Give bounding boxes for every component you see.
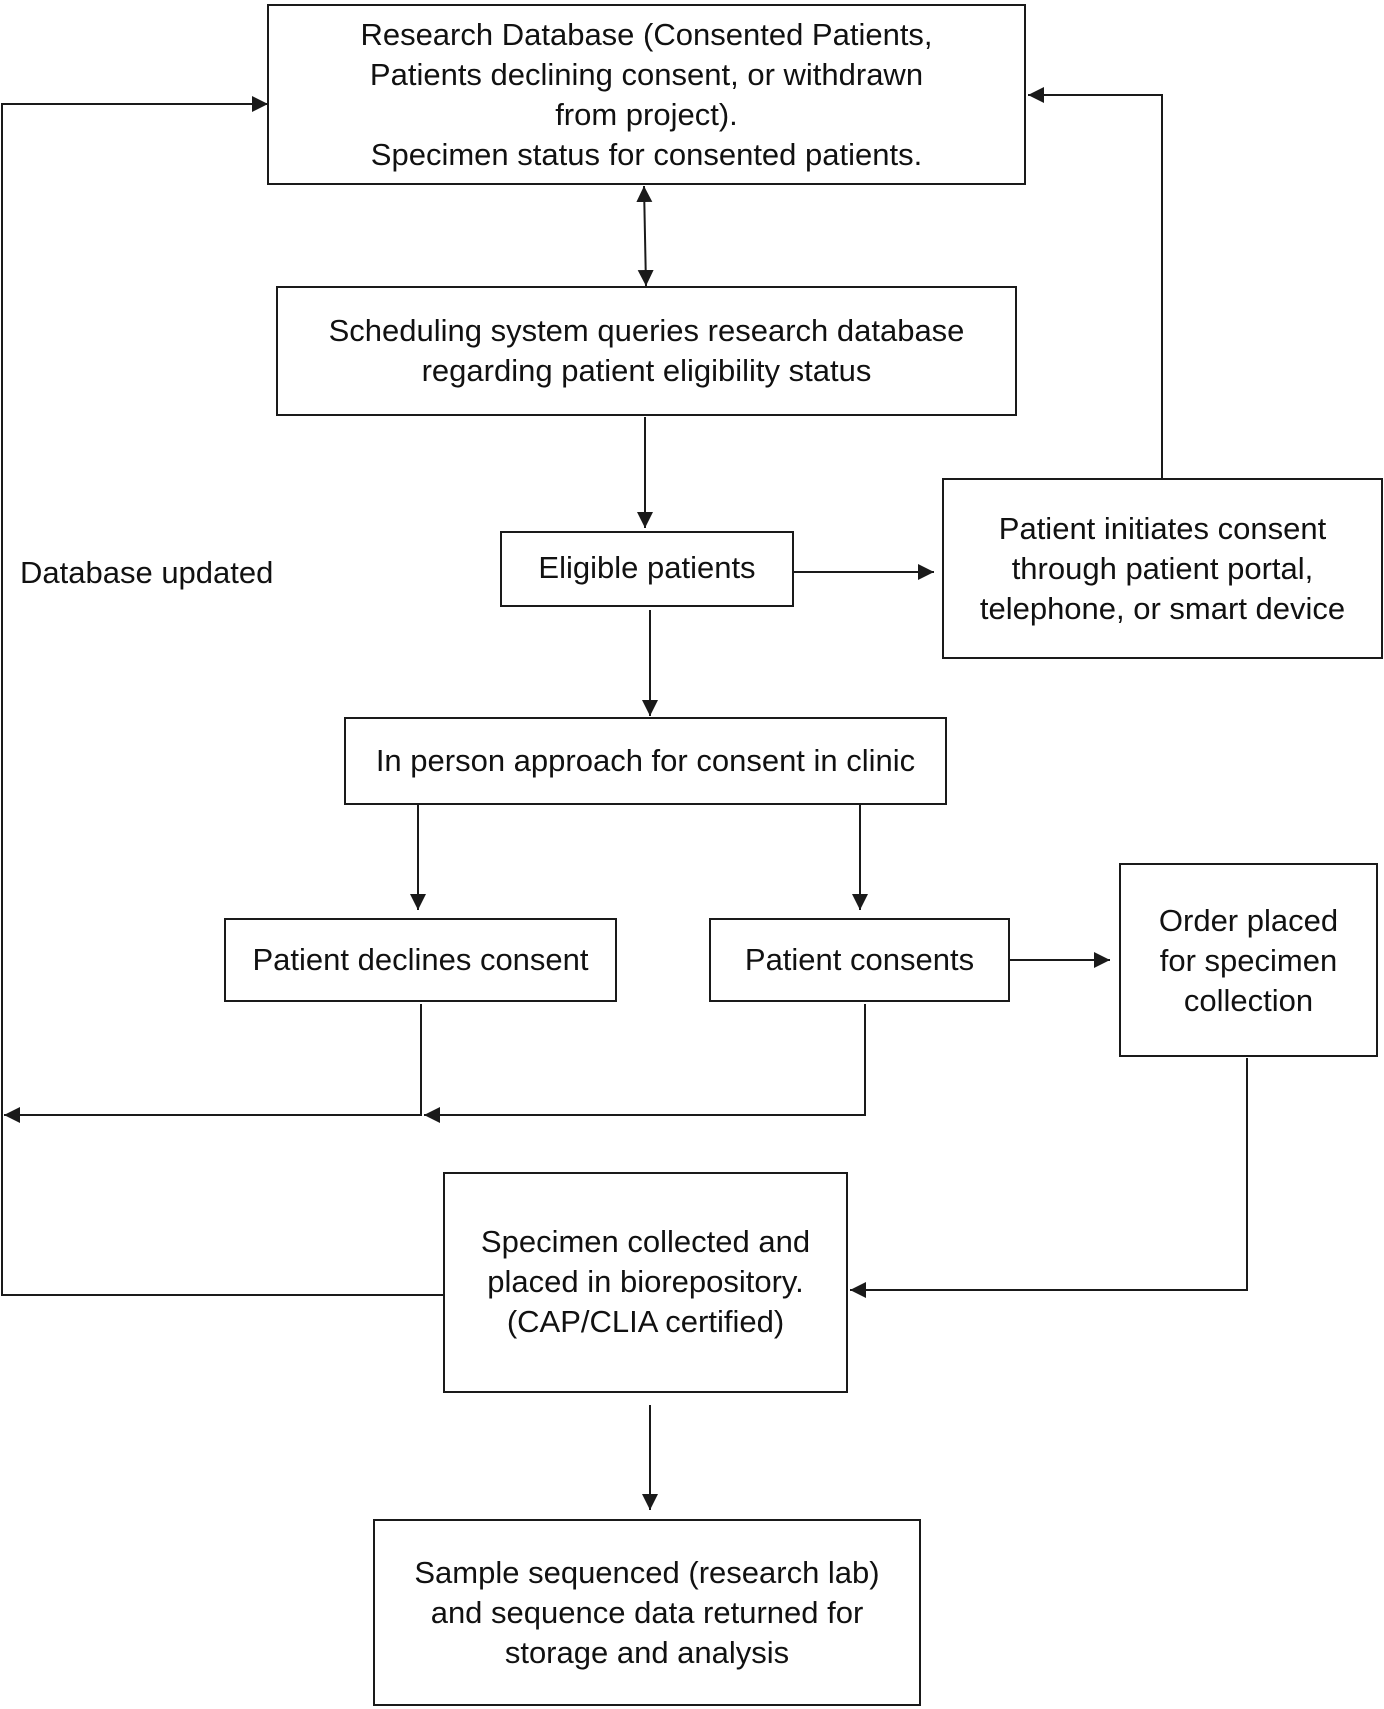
research-database-line-1: Research Database (Consented Patients, bbox=[360, 16, 933, 52]
in-person-approach-label: In person approach for consent in clinic bbox=[375, 743, 916, 778]
arrow-collected-db-feedback bbox=[1, 96, 444, 1296]
research-database-line-2: Patients declining consent, or withdrawn bbox=[369, 56, 924, 92]
specimen-collected-line-2: placed in biorepository. bbox=[487, 1264, 804, 1299]
patient-portal-line-3: telephone, or smart device bbox=[979, 590, 1346, 626]
arrow-consents-feedback bbox=[424, 1004, 866, 1123]
specimen-collected-box: Specimen collected and placed in biorepo… bbox=[443, 1172, 848, 1393]
patient-declines-box: Patient declines consent bbox=[224, 918, 617, 1002]
sample-sequenced-line-3: storage and analysis bbox=[504, 1634, 790, 1670]
order-placed-line-1: Order placed bbox=[1158, 903, 1339, 938]
eligible-patients-label: Eligible patients bbox=[538, 550, 756, 585]
sample-sequenced-line-1: Sample sequenced (research lab) bbox=[414, 1554, 880, 1590]
arrow-portal-db bbox=[1028, 87, 1163, 478]
database-updated-label: Database updated bbox=[20, 555, 274, 590]
research-database-box: Research Database (Consented Patients, P… bbox=[267, 4, 1026, 185]
patient-portal-line-1: Patient initiates consent bbox=[998, 510, 1327, 546]
patient-portal-line-2: through patient portal, bbox=[1011, 550, 1314, 586]
order-placed-line-3: collection bbox=[1183, 983, 1314, 1018]
patient-consents-label: Patient consents bbox=[744, 942, 975, 977]
in-person-approach-box: In person approach for consent in clinic bbox=[344, 717, 947, 805]
patient-portal-box: Patient initiates consent through patien… bbox=[942, 478, 1383, 659]
sample-sequenced-line-2: and sequence data returned for bbox=[430, 1594, 864, 1630]
scheduling-system-line-1: Scheduling system queries research datab… bbox=[328, 313, 965, 348]
specimen-collected-line-1: Specimen collected and bbox=[480, 1224, 811, 1259]
order-placed-box: Order placed for specimen collection bbox=[1119, 863, 1378, 1057]
sample-sequenced-box: Sample sequenced (research lab) and sequ… bbox=[373, 1519, 921, 1706]
scheduling-system-line-2: regarding patient eligibility status bbox=[421, 353, 872, 388]
scheduling-system-box: Scheduling system queries research datab… bbox=[276, 286, 1017, 416]
eligible-patients-box: Eligible patients bbox=[500, 531, 794, 607]
arrow-order-collected bbox=[850, 1058, 1248, 1298]
order-placed-line-2: for specimen bbox=[1159, 943, 1338, 978]
specimen-collected-line-3: (CAP/CLIA certified) bbox=[506, 1304, 785, 1339]
research-database-line-3: from project). bbox=[555, 96, 738, 132]
arrow-db-scheduling bbox=[636, 185, 654, 287]
patient-declines-label: Patient declines consent bbox=[252, 942, 589, 977]
arrow-declines-feedback bbox=[4, 1004, 422, 1123]
patient-consents-box: Patient consents bbox=[709, 918, 1010, 1002]
research-database-line-4: Specimen status for consented patients. bbox=[370, 136, 923, 172]
